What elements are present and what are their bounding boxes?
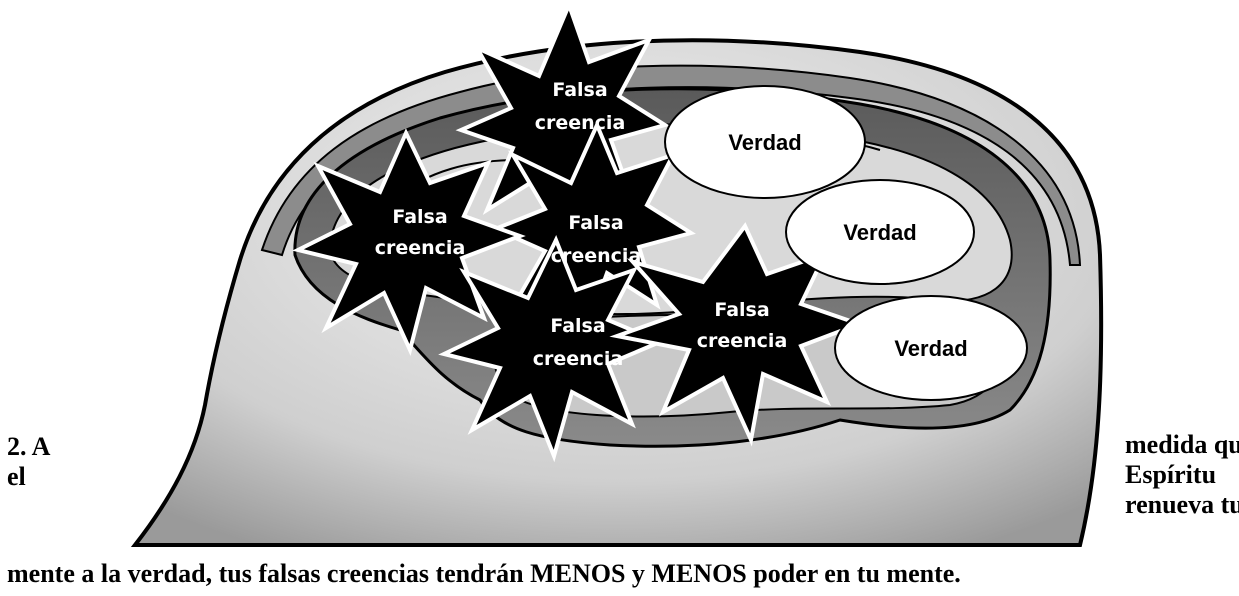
star-label-bottom-line2: creencia [533, 348, 624, 370]
truth-oval [785, 179, 975, 285]
caption-bottom: mente a la verdad, tus falsas creencias … [7, 559, 961, 588]
star-label-top-line1: Falsa [552, 79, 607, 101]
truth-oval [834, 295, 1028, 401]
caption-left-line2: el [7, 462, 26, 491]
caption-left: 2. A el [7, 432, 50, 492]
star-label-left-line1: Falsa [392, 206, 447, 228]
false-belief-star [609, 222, 865, 447]
star-label-bottom-line1: Falsa [550, 315, 605, 337]
caption-right-line3: renueva tu [1125, 490, 1239, 519]
truth-oval [664, 85, 866, 199]
false-belief-star [438, 235, 666, 463]
false-belief-star [292, 128, 526, 356]
star-label-left-line2: creencia [375, 237, 466, 259]
caption-right-line2: Espíritu [1125, 460, 1217, 489]
caption-left-line1: 2. A [7, 432, 51, 461]
truth-label-bottom: Verdad [894, 336, 967, 361]
truth-label-middle: Verdad [843, 220, 916, 245]
star-label-right-line1: Falsa [714, 299, 769, 321]
caption-right-line1: medida que [1125, 430, 1239, 459]
star-label-center-line1: Falsa [568, 212, 623, 234]
star-label-top-line2: creencia [535, 112, 626, 134]
star-label-right-line2: creencia [697, 330, 788, 352]
caption-right: medida que Espíritu renueva tu [1125, 430, 1239, 520]
star-label-center-line2: creencia [551, 245, 642, 267]
truth-label-top: Verdad [728, 130, 801, 155]
